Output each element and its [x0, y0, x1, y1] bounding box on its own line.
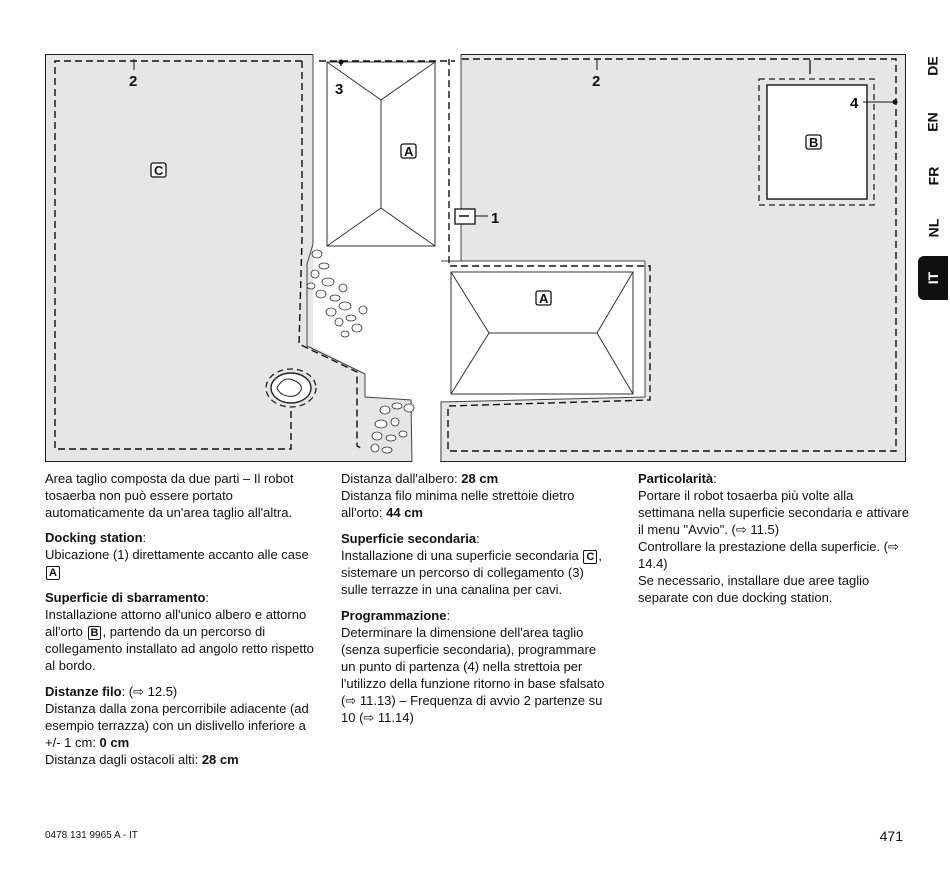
distances-heading: Distanze filo: [45, 684, 122, 699]
lang-tab-de[interactable]: DE: [924, 56, 941, 76]
connection-point-3: [338, 59, 344, 65]
label-2-left: 2: [129, 73, 137, 90]
house-a-upper: [326, 61, 436, 247]
programming-heading: Programmazione: [341, 608, 447, 623]
text-column-3: Particolarità: Portare il robot tosaerba…: [638, 470, 910, 615]
page-number: 471: [879, 828, 903, 844]
secondary-section: Superficie secondaria: Installazione di …: [341, 531, 602, 597]
box-letter-a-upper: A: [400, 143, 417, 159]
svg-text:C: C: [154, 163, 164, 178]
lang-tab-it[interactable]: IT: [918, 256, 948, 300]
text-column-1: Area taglio composta da due parti – Il r…: [45, 470, 317, 777]
barrier-heading: Superficie di sbarramento: [45, 590, 206, 605]
barrier-section: Superficie di sbarramento: Installazione…: [45, 590, 314, 673]
docking-section: Docking station: Ubicazione (1) direttam…: [45, 530, 309, 580]
label-1: 1: [491, 210, 499, 227]
svg-text:A: A: [404, 144, 414, 159]
document-code: 0478 131 9965 A - IT: [45, 830, 138, 841]
intro-paragraph: Area taglio composta da due parti – Il r…: [45, 471, 294, 520]
text-column-2: Distanza dall'albero: 28 cm Distanza fil…: [341, 470, 613, 735]
secondary-heading: Superficie secondaria: [341, 531, 477, 546]
lang-tab-fr[interactable]: FR: [924, 166, 941, 186]
garden-plan-drawing: 2 2 3 1 4 A A B C: [45, 54, 906, 462]
box-letter-a-ref: A: [46, 566, 60, 580]
tree-icon: [265, 368, 317, 408]
lang-tab-nl[interactable]: NL: [924, 218, 941, 238]
tree-distances: Distanza dall'albero: 28 cm Distanza fil…: [341, 471, 575, 520]
label-3: 3: [335, 81, 343, 98]
distances-section: Distanze filo: (⇨ 12.5) Distanza dalla z…: [45, 684, 309, 767]
programming-section: Programmazione: Determinare la dimension…: [341, 608, 605, 725]
stepping-stones-upper: [306, 249, 368, 338]
particularity-heading: Particolarità: [638, 471, 714, 486]
label-2-right: 2: [592, 73, 600, 90]
box-letter-a-lower: A: [535, 290, 552, 306]
svg-text:B: B: [809, 135, 818, 150]
box-letter-c-ref: C: [583, 550, 598, 564]
label-4: 4: [850, 95, 859, 112]
start-point-4: [892, 99, 898, 105]
garden-plan-figure: 2 2 3 1 4 A A B C: [45, 54, 906, 462]
svg-text:A: A: [539, 291, 549, 306]
stepping-stones-lower: [370, 402, 415, 454]
box-letter-b: B: [805, 134, 822, 150]
docking-heading: Docking station: [45, 530, 143, 545]
lang-tab-en[interactable]: EN: [924, 112, 941, 132]
box-letter-b-ref: B: [87, 626, 102, 640]
particularity-section: Particolarità: Portare il robot tosaerba…: [638, 471, 909, 605]
box-letter-c: C: [150, 162, 167, 178]
